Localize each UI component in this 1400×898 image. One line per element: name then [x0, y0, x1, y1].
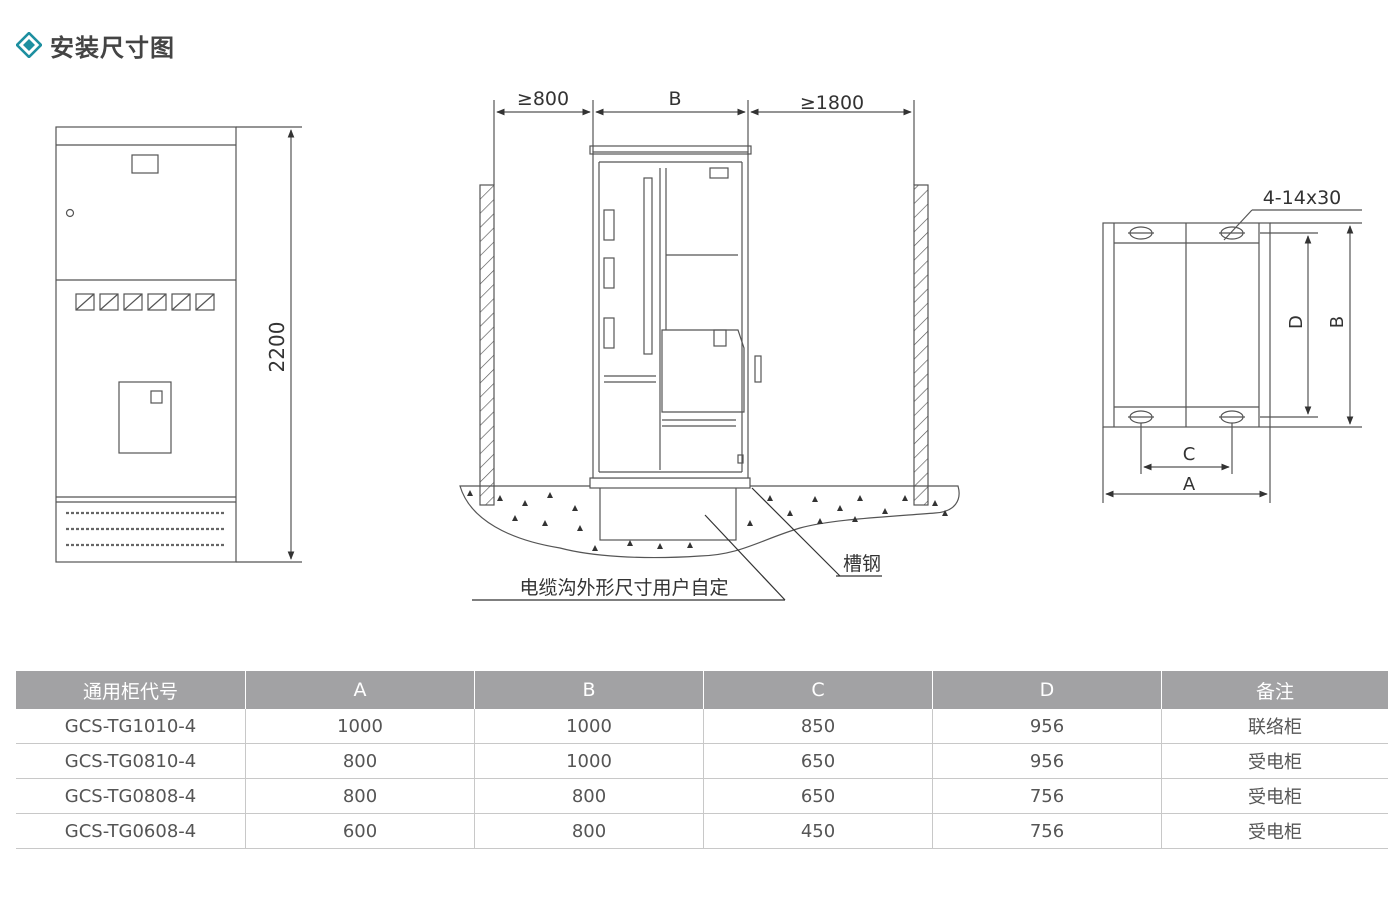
table-cell: 受电柜	[1161, 743, 1388, 779]
section-title: 安装尺寸图	[50, 33, 175, 62]
table-row: GCS-TG1010-4 1000 1000 850 956 联络柜	[16, 709, 1388, 744]
table-cell: 受电柜	[1161, 813, 1388, 849]
base-plan	[1102, 209, 1362, 503]
table-cell: 756	[932, 778, 1162, 814]
table-row: GCS-TG0608-4 600 800 450 756 受电柜	[16, 813, 1388, 849]
table-cell: 800	[474, 813, 704, 849]
channel-steel-base	[589, 477, 751, 489]
table-cell: 450	[703, 813, 933, 849]
trench-note: 电缆沟外形尺寸用户自定	[519, 577, 728, 599]
cabinet-side-outline	[592, 151, 749, 479]
table-cell: 650	[703, 743, 933, 779]
col-header: A	[245, 671, 475, 709]
dim-a-label: A	[1183, 474, 1196, 495]
table-cell: 650	[703, 778, 933, 814]
table-cell: 受电柜	[1161, 778, 1388, 814]
table-header-row: 通用柜代号 A B C D 备注	[16, 671, 1388, 709]
table-row: GCS-TG0808-4 800 800 650 756 受电柜	[16, 778, 1388, 814]
mounting-holes	[1128, 226, 1245, 424]
right-clearance-label: ≥1800	[800, 92, 864, 114]
dim-d-label: D	[1286, 315, 1307, 329]
section-header: 安装尺寸图	[16, 28, 175, 62]
col-header: 通用柜代号	[16, 671, 246, 709]
breaker-panel	[118, 381, 172, 454]
table-cell: 1000	[245, 709, 475, 744]
col-header: D	[932, 671, 1162, 709]
channel-steel-label: 槽钢	[843, 553, 881, 575]
indicator-row	[75, 293, 215, 311]
cabinet-outline	[55, 126, 237, 563]
table-cell: 1000	[474, 743, 704, 779]
left-clearance-label: ≥800	[517, 88, 569, 110]
diamond-icon	[16, 32, 42, 58]
table-cell: GCS-TG1010-4	[16, 709, 246, 744]
dim-b-label: B	[1327, 316, 1348, 328]
table-cell: 联络柜	[1161, 709, 1388, 744]
vent-slots	[66, 511, 226, 547]
meter-window	[131, 154, 159, 174]
depth-label: B	[668, 88, 681, 110]
table-cell: 850	[703, 709, 933, 744]
hole-spec-label: 4-14x30	[1263, 187, 1342, 209]
table-cell: 956	[932, 709, 1162, 744]
col-header: B	[474, 671, 704, 709]
table-cell: 800	[245, 743, 475, 779]
side-view	[459, 100, 960, 559]
right-wall	[913, 184, 929, 506]
leader-lines	[472, 487, 882, 601]
table-cell: GCS-TG0810-4	[16, 743, 246, 779]
table-cell: 800	[245, 778, 475, 814]
left-wall	[479, 184, 495, 506]
col-header: 备注	[1161, 671, 1388, 709]
installation-drawing: 2200	[55, 88, 1362, 601]
col-header: C	[703, 671, 933, 709]
table-row: GCS-TG0810-4 800 1000 650 956 受电柜	[16, 743, 1388, 779]
table-cell: 800	[474, 778, 704, 814]
ground-aggregate	[467, 490, 948, 551]
table-cell: 956	[932, 743, 1162, 779]
dim-c-label: C	[1183, 444, 1196, 465]
table-cell: 756	[932, 813, 1162, 849]
spec-table: 通用柜代号 A B C D 备注 GCS-TG1010-4 1000 1000 …	[16, 671, 1388, 849]
front-view	[55, 126, 302, 563]
table-cell: GCS-TG0808-4	[16, 778, 246, 814]
table-cell: 1000	[474, 709, 704, 744]
table-cell: 600	[245, 813, 475, 849]
table-cell: GCS-TG0608-4	[16, 813, 246, 849]
cable-trench	[599, 485, 737, 541]
door-lock	[65, 208, 75, 218]
height-label: 2200	[265, 322, 289, 373]
